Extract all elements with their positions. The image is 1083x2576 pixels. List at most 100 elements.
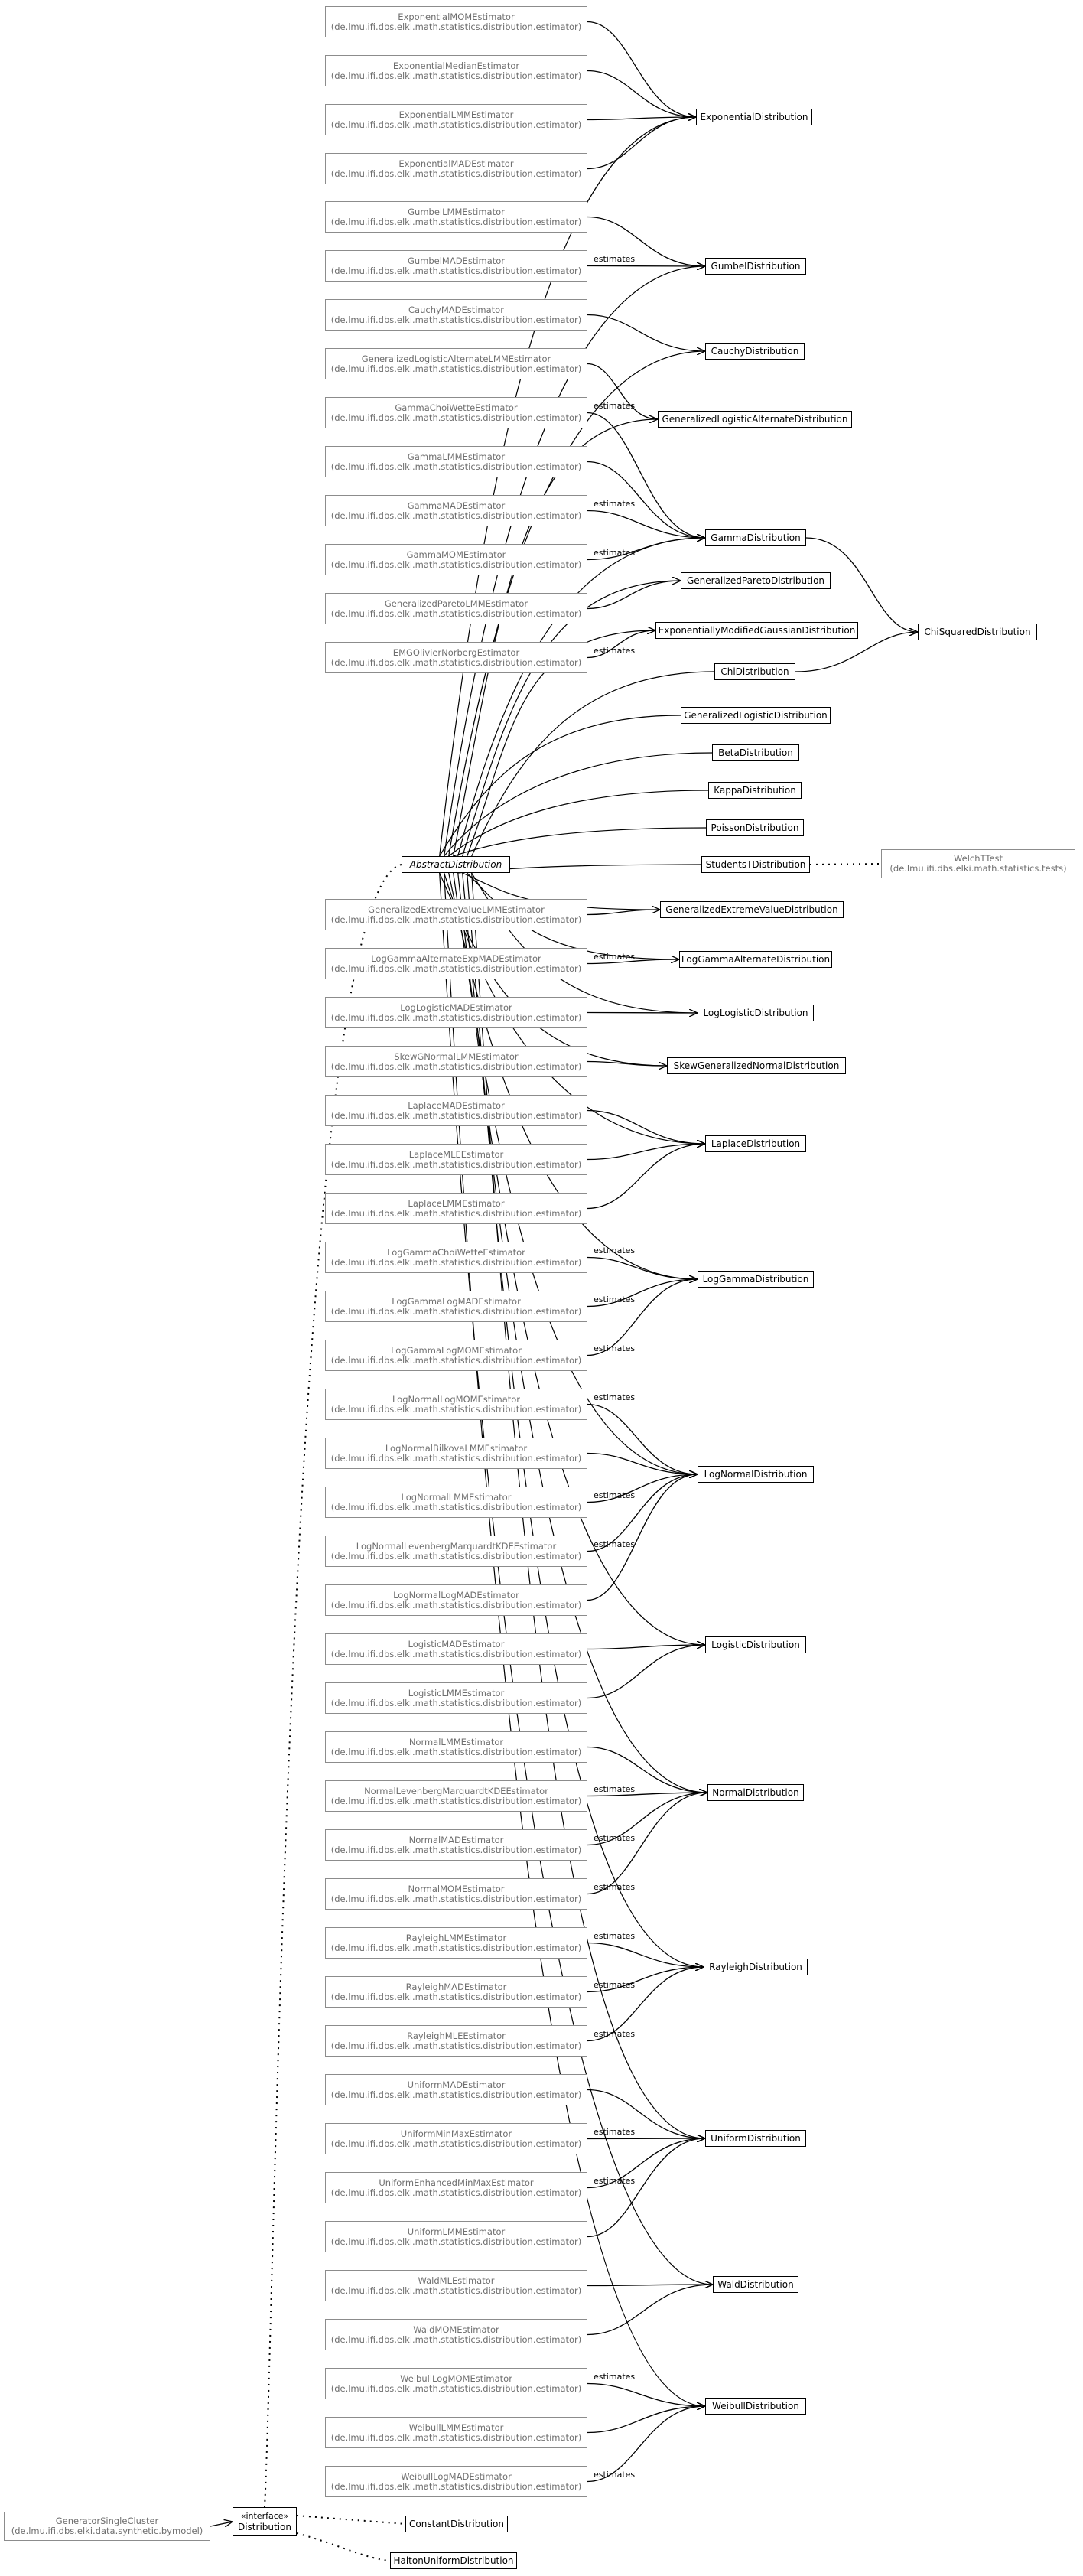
estimates-label: estimates	[594, 1832, 636, 1843]
class-exponential-mad-estimator[interactable]: ExponentialMADEstimator(de.lmu.ifi.dbs.e…	[325, 153, 587, 184]
inheritance-edge	[453, 418, 659, 857]
class-logistic-mad-estimator[interactable]: LogisticMADEstimator(de.lmu.ifi.dbs.elki…	[325, 1633, 587, 1665]
class-rayleigh-mad-estimator[interactable]: RayleighMADEstimator(de.lmu.ifi.dbs.elki…	[325, 1976, 587, 2008]
class-log-gamma-alternate-exp-mad-estimator[interactable]: LogGammaAlternateExpMADEstimator(de.lmu.…	[325, 948, 587, 979]
package-name: (de.lmu.ifi.dbs.elki.math.statistics.dis…	[330, 314, 582, 325]
class-log-normal-log-mad-estimator[interactable]: LogNormalLogMADEstimator(de.lmu.ifi.dbs.…	[325, 1584, 587, 1616]
class-log-gamma-choi-wette-estimator[interactable]: LogGammaChoiWetteEstimator(de.lmu.ifi.db…	[325, 1242, 587, 1273]
class-uniform-distribution[interactable]: UniformDistribution	[705, 2130, 806, 2147]
class-abstract-distribution[interactable]: AbstractDistribution	[402, 856, 510, 873]
estimates-label: estimates	[594, 1490, 636, 1500]
class-weibull-distribution[interactable]: WeibullDistribution	[705, 2398, 806, 2415]
estimates-label: estimates	[594, 1881, 636, 1892]
class-exponentially-modified-gaussian-distribution[interactable]: ExponentiallyModifiedGaussianDistributio…	[655, 622, 858, 639]
package-name: (de.lmu.ifi.dbs.elki.math.statistics.dis…	[330, 1207, 582, 1219]
class-chi-distribution[interactable]: ChiDistribution	[714, 663, 795, 680]
class-wald-mom-estimator[interactable]: WaldMOMEstimator(de.lmu.ifi.dbs.elki.mat…	[325, 2319, 587, 2350]
class-wald-distribution[interactable]: WaldDistribution	[713, 2276, 798, 2293]
class-uniform-min-max-estimator[interactable]: UniformMinMaxEstimator(de.lmu.ifi.dbs.el…	[325, 2123, 587, 2154]
estimates-edge	[587, 2089, 705, 2139]
class-name: Distribution	[237, 2522, 291, 2532]
class-halton-uniform-distribution[interactable]: HaltonUniformDistribution	[390, 2552, 517, 2569]
class-log-normal-distribution[interactable]: LogNormalDistribution	[698, 1466, 814, 1483]
class-log-normal-log-mom-estimator[interactable]: LogNormalLogMOMEstimator(de.lmu.ifi.dbs.…	[325, 1389, 587, 1420]
class-laplace-mad-estimator[interactable]: LaplaceMADEstimator(de.lmu.ifi.dbs.elki.…	[325, 1095, 587, 1126]
package-name: (de.lmu.ifi.dbs.elki.math.statistics.dis…	[330, 265, 582, 276]
class-logistic-distribution[interactable]: LogisticDistribution	[705, 1636, 806, 1653]
class-log-gamma-log-mom-estimator[interactable]: LogGammaLogMOMEstimator(de.lmu.ifi.dbs.e…	[325, 1340, 587, 1371]
estimates-edge	[587, 70, 696, 118]
class-log-logistic-distribution[interactable]: LogLogisticDistribution	[698, 1005, 814, 1021]
class-name: LaplaceLMMEstimator	[408, 1197, 505, 1209]
class-chi-squared-distribution[interactable]: ChiSquaredDistribution	[918, 624, 1037, 640]
class-laplace-mle-estimator[interactable]: LaplaceMLEEstimator(de.lmu.ifi.dbs.elki.…	[325, 1144, 587, 1175]
class-normal-levenberg-marquardt-kde-estimator[interactable]: NormalLevenbergMarquardtKDEEstimator(de.…	[325, 1780, 587, 1812]
class-log-normal-bilkova-lmm-estimator[interactable]: LogNormalBilkovaLMMEstimator(de.lmu.ifi.…	[325, 1438, 587, 1469]
class-name: HaltonUniformDistribution	[393, 2555, 514, 2566]
class-skew-g-normal-lmm-estimator[interactable]: SkewGNormalLMMEstimator(de.lmu.ifi.dbs.e…	[325, 1046, 587, 1077]
class-rayleigh-distribution[interactable]: RayleighDistribution	[704, 1959, 808, 1975]
class-weibull-log-mad-estimator[interactable]: WeibullLogMADEstimator(de.lmu.ifi.dbs.el…	[325, 2466, 587, 2497]
class-generalized-logistic-alternate-lmm-estimator[interactable]: GeneralizedLogisticAlternateLMMEstimator…	[325, 348, 587, 379]
class-normal-lmm-estimator[interactable]: NormalLMMEstimator(de.lmu.ifi.dbs.elki.m…	[325, 1731, 587, 1763]
class-log-normal-lmm-estimator[interactable]: LogNormalLMMEstimator(de.lmu.ifi.dbs.elk…	[325, 1487, 587, 1518]
class-name: UniformMADEstimator	[407, 2079, 506, 2090]
class-students-t-distribution[interactable]: StudentsTDistribution	[701, 856, 810, 873]
class-rayleigh-lmm-estimator[interactable]: RayleighLMMEstimator(de.lmu.ifi.dbs.elki…	[325, 1927, 587, 1959]
class-exponential-distribution[interactable]: ExponentialDistribution	[696, 109, 812, 125]
class-generator-single-cluster[interactable]: GeneratorSingleCluster(de.lmu.ifi.dbs.el…	[4, 2512, 210, 2541]
class-generalized-logistic-distribution[interactable]: GeneralizedLogisticDistribution	[681, 707, 831, 724]
class-name: NormalMADEstimator	[408, 1834, 504, 1845]
class-generalized-logistic-alternate-distribution[interactable]: GeneralizedLogisticAlternateDistribution	[658, 411, 852, 428]
class-logistic-lmm-estimator[interactable]: LogisticLMMEstimator(de.lmu.ifi.dbs.elki…	[325, 1682, 587, 1714]
class-gamma-distribution[interactable]: GammaDistribution	[705, 529, 806, 546]
class-uniform-lmm-estimator[interactable]: UniformLMMEstimator(de.lmu.ifi.dbs.elki.…	[325, 2221, 587, 2252]
class-name: GumbelDistribution	[711, 261, 801, 272]
class-wald-ml-estimator[interactable]: WaldMLEstimator(de.lmu.ifi.dbs.elki.math…	[325, 2270, 587, 2301]
class-name: LaplaceMLEEstimator	[408, 1148, 504, 1160]
class-normal-mom-estimator[interactable]: NormalMOMEstimator(de.lmu.ifi.dbs.elki.m…	[325, 1878, 587, 1910]
class-cauchy-mad-estimator[interactable]: CauchyMADEstimator(de.lmu.ifi.dbs.elki.m…	[325, 299, 587, 331]
class-name: ExponentialMOMEstimator	[398, 11, 515, 22]
class-log-gamma-alternate-distribution[interactable]: LogGammaAlternateDistribution	[679, 951, 832, 968]
class-normal-mad-estimator[interactable]: NormalMADEstimator(de.lmu.ifi.dbs.elki.m…	[325, 1829, 587, 1861]
class-uniform-enhanced-min-max-estimator[interactable]: UniformEnhancedMinMaxEstimator(de.lmu.if…	[325, 2172, 587, 2203]
class-exponential-lmm-estimator[interactable]: ExponentialLMMEstimator(de.lmu.ifi.dbs.e…	[325, 104, 587, 135]
class-weibull-lmm-estimator[interactable]: WeibullLMMEstimator(de.lmu.ifi.dbs.elki.…	[325, 2417, 587, 2448]
class-distribution[interactable]: «interface»Distribution	[233, 2507, 297, 2536]
class-gamma-lmm-estimator[interactable]: GammaLMMEstimator(de.lmu.ifi.dbs.elki.ma…	[325, 446, 587, 477]
class-normal-distribution[interactable]: NormalDistribution	[707, 1784, 804, 1801]
class-log-gamma-distribution[interactable]: LogGammaDistribution	[698, 1271, 814, 1288]
class-name: WeibullDistribution	[712, 2401, 799, 2412]
class-skew-generalized-normal-distribution[interactable]: SkewGeneralizedNormalDistribution	[667, 1057, 846, 1074]
class-gamma-choi-wette-estimator[interactable]: GammaChoiWetteEstimator(de.lmu.ifi.dbs.e…	[325, 397, 587, 428]
class-gamma-mom-estimator[interactable]: GammaMOMEstimator(de.lmu.ifi.dbs.elki.ma…	[325, 544, 587, 575]
class-emg-olivier-norberg-estimator[interactable]: EMGOlivierNorbergEstimator(de.lmu.ifi.db…	[325, 642, 587, 673]
class-uniform-mad-estimator[interactable]: UniformMADEstimator(de.lmu.ifi.dbs.elki.…	[325, 2074, 587, 2105]
class-generalized-extreme-value-distribution[interactable]: GeneralizedExtremeValueDistribution	[660, 901, 844, 918]
class-laplace-distribution[interactable]: LaplaceDistribution	[705, 1135, 806, 1152]
class-generalized-pareto-distribution[interactable]: GeneralizedParetoDistribution	[681, 572, 831, 589]
class-log-normal-levenberg-marquardt-kde-estimator[interactable]: LogNormalLevenbergMarquardtKDEEstimator(…	[325, 1536, 587, 1567]
class-poisson-distribution[interactable]: PoissonDistribution	[706, 819, 804, 836]
class-exponential-mom-estimator[interactable]: ExponentialMOMEstimator(de.lmu.ifi.dbs.e…	[325, 6, 587, 37]
class-log-gamma-log-mad-estimator[interactable]: LogGammaLogMADEstimator(de.lmu.ifi.dbs.e…	[325, 1291, 587, 1322]
class-gumbel-distribution[interactable]: GumbelDistribution	[705, 258, 806, 275]
class-kappa-distribution[interactable]: KappaDistribution	[708, 782, 802, 799]
class-weibull-log-mom-estimator[interactable]: WeibullLogMOMEstimator(de.lmu.ifi.dbs.el…	[325, 2368, 587, 2399]
class-gumbel-lmm-estimator[interactable]: GumbelLMMEstimator(de.lmu.ifi.dbs.elki.m…	[325, 201, 587, 233]
class-name: GammaMADEstimator	[407, 500, 506, 511]
class-cauchy-distribution[interactable]: CauchyDistribution	[705, 343, 805, 360]
class-exponential-median-estimator[interactable]: ExponentialMedianEstimator(de.lmu.ifi.db…	[325, 55, 587, 86]
class-generalized-extreme-value-lmm-estimator[interactable]: GeneralizedExtremeValueLMMEstimator(de.l…	[325, 899, 587, 930]
class-gumbel-mad-estimator[interactable]: GumbelMADEstimator(de.lmu.ifi.dbs.elki.m…	[325, 250, 587, 282]
estimates-label: estimates	[594, 1539, 636, 1549]
class-rayleigh-mle-estimator[interactable]: RayleighMLEEstimator(de.lmu.ifi.dbs.elki…	[325, 2025, 587, 2057]
class-welch-t-test[interactable]: WelchTTest(de.lmu.ifi.dbs.elki.math.stat…	[881, 849, 1075, 878]
class-constant-distribution[interactable]: ConstantDistribution	[405, 2516, 508, 2532]
class-generalized-pareto-lmm-estimator[interactable]: GeneralizedParetoLMMEstimator(de.lmu.ifi…	[325, 593, 587, 624]
class-gamma-mad-estimator[interactable]: GammaMADEstimator(de.lmu.ifi.dbs.elki.ma…	[325, 495, 587, 526]
class-laplace-lmm-estimator[interactable]: LaplaceLMMEstimator(de.lmu.ifi.dbs.elki.…	[325, 1193, 587, 1224]
class-log-logistic-mad-estimator[interactable]: LogLogisticMADEstimator(de.lmu.ifi.dbs.e…	[325, 997, 587, 1028]
class-beta-distribution[interactable]: BetaDistribution	[712, 744, 799, 761]
